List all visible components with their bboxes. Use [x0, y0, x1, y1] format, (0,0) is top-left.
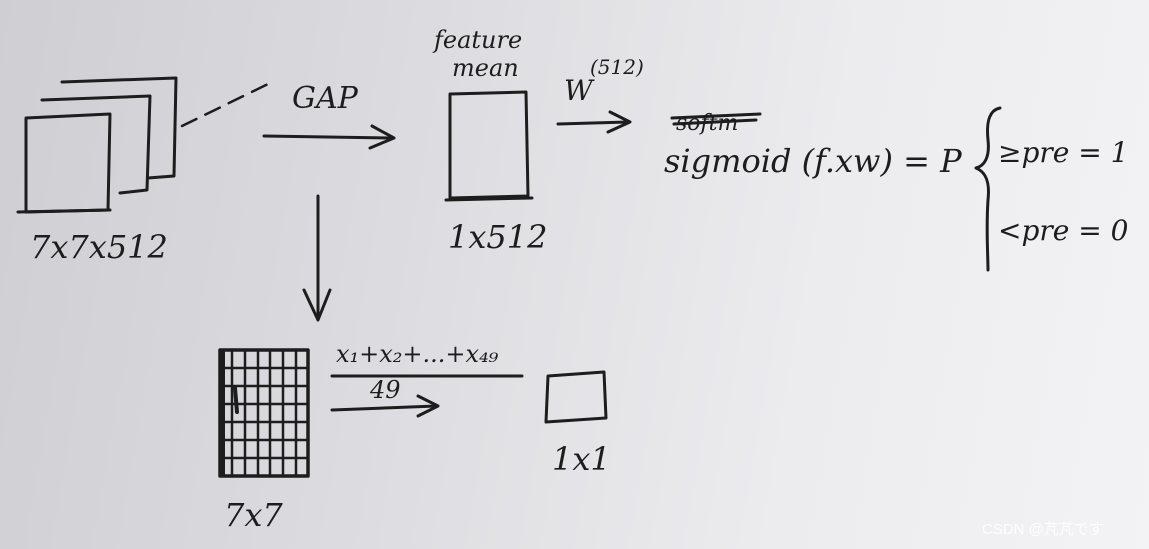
feature-label-line2: mean [452, 54, 519, 82]
sigmoid-expression: sigmoid (f.xw) = P [664, 142, 962, 180]
grid-dims-label: 7x7 [224, 496, 283, 534]
weight-arrow [556, 110, 632, 134]
gap-label: GAP [292, 81, 359, 116]
stack-dims-label: 7x7x512 [30, 228, 168, 266]
feature-map-stack [16, 76, 270, 214]
grid-7x7 [218, 348, 310, 478]
gap-arrow [262, 124, 396, 150]
down-arrow [302, 194, 332, 322]
average-denominator: 49 [369, 376, 401, 404]
case-lt-pre: <pre = 0 [998, 214, 1128, 247]
scalar-box [544, 370, 608, 424]
weight-label: W [564, 74, 595, 107]
feature-label-line1: feature [432, 26, 522, 54]
case-brace [974, 106, 1002, 272]
feature-vector-box [448, 90, 530, 200]
average-numerator: x₁+x₂+...+x₄₉ [336, 340, 499, 368]
vector-dims-label: 1x512 [448, 218, 547, 256]
scalar-dims-label: 1x1 [552, 440, 611, 478]
average-arrow [330, 394, 440, 418]
crossed-out-word: softm [670, 111, 762, 136]
weight-superscript: (512) [590, 55, 644, 79]
case-ge-pre: ≥pre = 1 [998, 136, 1128, 169]
watermark: CSDN @芃芃です [982, 521, 1104, 538]
